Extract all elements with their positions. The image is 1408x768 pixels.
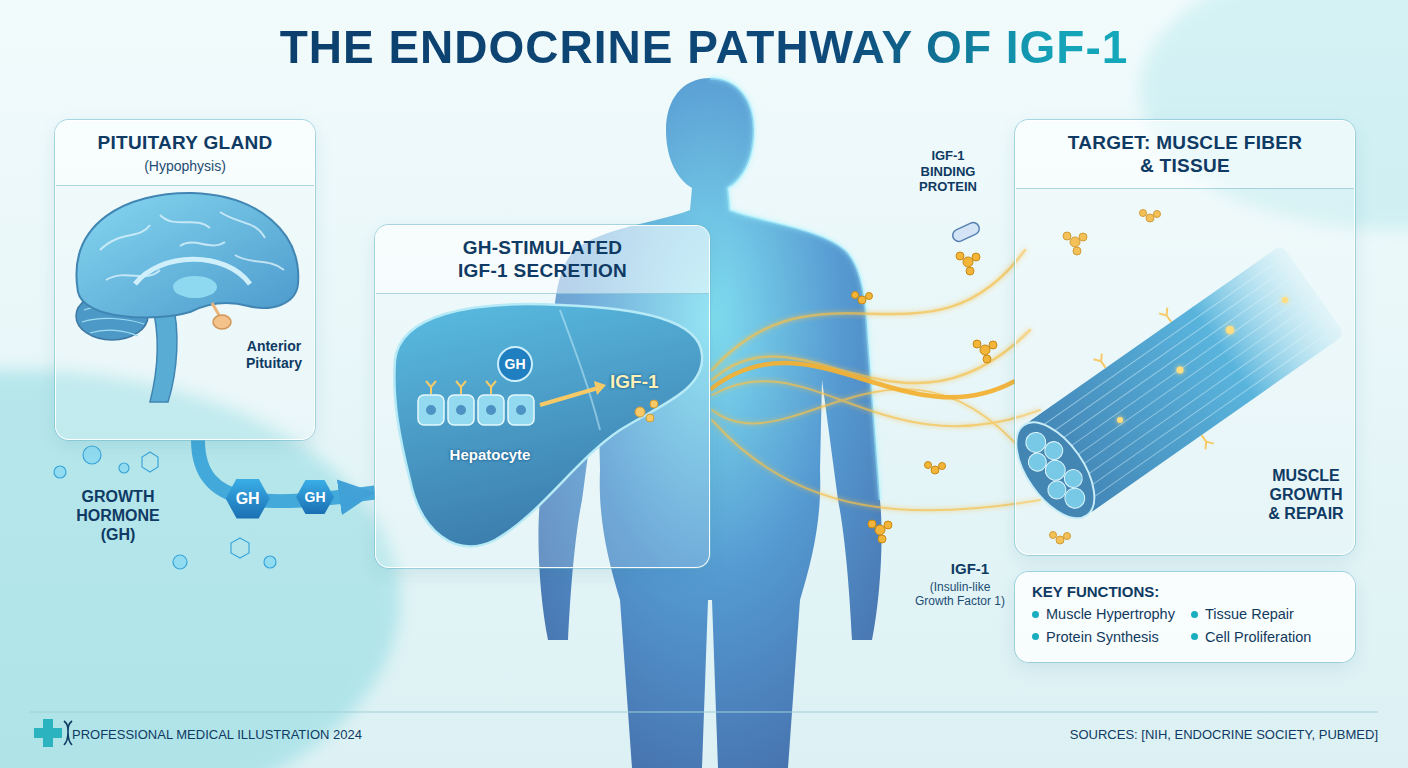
panel-title: PITUITARY GLAND — [70, 132, 300, 155]
cell-label: Hepatocyte — [440, 446, 540, 464]
factor-label: IGF-1 — [925, 560, 1015, 578]
bullet-dot — [1032, 633, 1039, 640]
protein-label: IGF-1 BINDING PROTEIN — [905, 148, 991, 195]
hormone-label: GROWTH HORMONE (GH) — [66, 487, 170, 545]
footer-sources: SOURCES: [NIH, ENDOCRINE SOCIETY, PUBMED… — [1070, 727, 1378, 743]
panel-box: GH-STIMULATED IGF-1 SECRETION — [375, 225, 710, 568]
footer-note: PROFESSIONAL MEDICAL ILLUSTRATION 2024 — [72, 727, 362, 743]
panel-header: TARGET: MUSCLE FIBER & TISSUE — [1016, 121, 1354, 189]
bullet-dot — [1191, 611, 1198, 618]
list-grid: Muscle Hypertrophy Tissue RepairProtein S… — [1032, 605, 1338, 647]
panel-title: TARGET: MUSCLE FIBER & TISSUE — [1060, 132, 1310, 178]
list-text: Tissue Repair — [1205, 606, 1294, 622]
hormone-badge: GH — [497, 346, 533, 382]
hormone-arrow — [198, 440, 375, 501]
list-text: Protein Synthesis — [1046, 629, 1159, 645]
list-text: Cell Proliferation — [1205, 629, 1311, 645]
panel-header: PITUITARY GLAND (Hypophysis) — [56, 121, 314, 186]
factor-stream — [710, 363, 1015, 397]
list-item: Protein Synthesis — [1032, 628, 1179, 648]
functions-box: KEY FUNCTIONS: Muscle Hypertrophy Tissue R… — [1015, 572, 1355, 662]
list-text: Muscle Hypertrophy — [1046, 606, 1175, 622]
list-heading: KEY FUNCTIONS: — [1032, 583, 1338, 600]
panel-title: GH-STIMULATED IGF-1 SECRETION — [448, 237, 638, 283]
effect-label: MUSCLE GROWTH & REPAIR — [1262, 466, 1350, 524]
factor-note: (Insulin-like Growth Factor 1) — [910, 580, 1010, 609]
list-item: Muscle Hypertrophy — [1032, 605, 1179, 625]
factor-label: IGF-1 — [610, 371, 672, 394]
panel-subtitle: (Hypophysis) — [66, 157, 304, 175]
panel-box: PITUITARY GLAND (Hypophysis) — [55, 120, 315, 440]
bullet-dot — [1191, 633, 1198, 640]
structure-label: Anterior Pituitary — [232, 338, 316, 372]
diagram-title: THE ENDOCRINE PATHWAY OF IGF-1 — [0, 20, 1408, 74]
list-item: Tissue Repair — [1191, 605, 1338, 625]
bullet-dot — [1032, 611, 1039, 618]
list-item: Cell Proliferation — [1191, 628, 1338, 648]
panel-header: GH-STIMULATED IGF-1 SECRETION — [376, 226, 709, 294]
